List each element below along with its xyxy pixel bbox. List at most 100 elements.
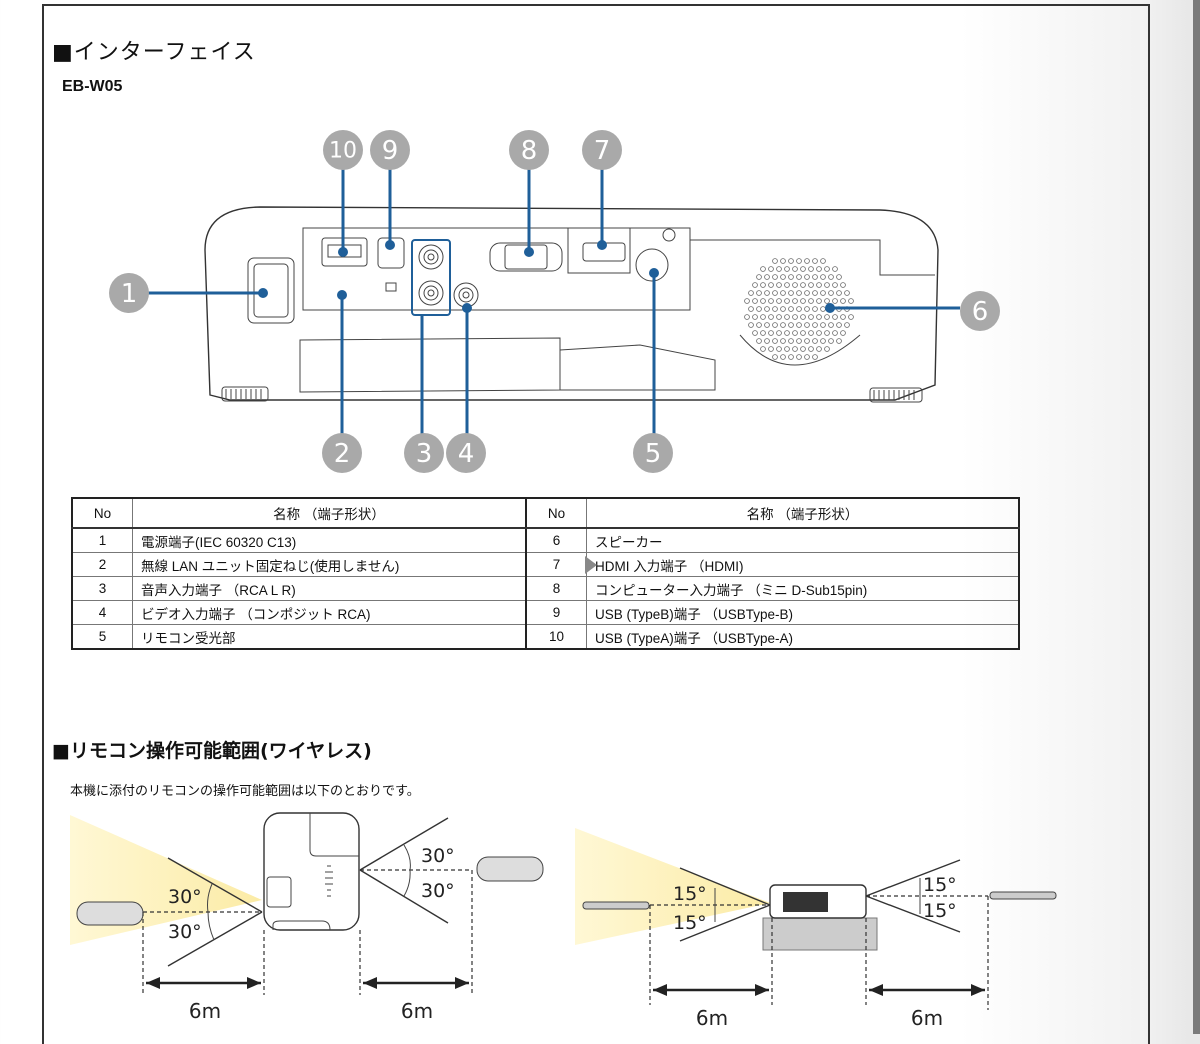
callout-9: 9 bbox=[370, 130, 410, 170]
speaker-hole bbox=[800, 330, 806, 336]
interface-table: No 名称 （端子形状） No 名称 （端子形状） 1 電源端子(IEC 603… bbox=[71, 497, 1020, 650]
speaker-hole bbox=[768, 266, 774, 272]
speaker-hole bbox=[820, 322, 826, 328]
cell-no: 10 bbox=[525, 624, 587, 650]
speaker-hole bbox=[808, 298, 814, 304]
speaker-hole bbox=[840, 330, 846, 336]
speaker-hole bbox=[812, 354, 818, 360]
foot-left bbox=[221, 386, 269, 402]
speaker-hole bbox=[776, 346, 782, 352]
speaker-hole bbox=[768, 346, 774, 352]
ir-receiver bbox=[635, 248, 669, 282]
speaker-hole bbox=[776, 298, 782, 304]
speaker-hole bbox=[816, 298, 822, 304]
table-row: 5 リモコン受光部 10 USB (TypeA)端子 （USBType-A) bbox=[71, 624, 1020, 650]
angle-label: 15° bbox=[673, 912, 707, 934]
speaker-hole bbox=[764, 338, 770, 344]
model-name: EB-W05 bbox=[62, 78, 123, 95]
speaker-hole bbox=[780, 274, 786, 280]
callout-7: 7 bbox=[582, 130, 622, 170]
speaker-hole bbox=[816, 330, 822, 336]
cell-name: USB (TypeA)端子 （USBType-A) bbox=[586, 624, 1020, 650]
speaker-hole bbox=[812, 338, 818, 344]
speaker-hole bbox=[808, 314, 814, 320]
distance-label-rear: 6m bbox=[401, 999, 433, 1023]
svg-text:3: 3 bbox=[416, 439, 433, 469]
speaker-hole bbox=[840, 298, 846, 304]
speaker-hole bbox=[840, 282, 846, 288]
speaker-hole bbox=[816, 346, 822, 352]
speaker-hole bbox=[796, 306, 802, 312]
svg-text:1: 1 bbox=[121, 279, 138, 309]
speaker-hole bbox=[756, 322, 762, 328]
speaker-hole bbox=[808, 346, 814, 352]
header-name-left: 名称 （端子形状） bbox=[132, 497, 527, 529]
speaker-hole bbox=[832, 314, 838, 320]
cell-name: スピーカー bbox=[586, 527, 1020, 553]
speaker-hole bbox=[804, 338, 810, 344]
angle-label: 30° bbox=[168, 921, 202, 943]
speaker-hole bbox=[840, 314, 846, 320]
angle-label: 15° bbox=[923, 874, 957, 896]
header-name-right: 名称 （端子形状） bbox=[586, 497, 1020, 529]
projector-rear-diagram: 1 2 3 4 5 6 7 8 9 10 bbox=[109, 130, 1000, 473]
speaker-hole bbox=[812, 258, 818, 264]
speaker-hole bbox=[788, 354, 794, 360]
speaker-hole bbox=[776, 314, 782, 320]
projector-stand bbox=[762, 917, 878, 951]
speaker-hole bbox=[808, 330, 814, 336]
speaker-hole bbox=[760, 314, 766, 320]
speaker-hole bbox=[804, 290, 810, 296]
svg-text:4: 4 bbox=[458, 439, 475, 469]
speaker-hole bbox=[804, 258, 810, 264]
speaker-hole bbox=[772, 274, 778, 280]
svg-text:6: 6 bbox=[972, 297, 989, 327]
speaker-hole bbox=[764, 322, 770, 328]
speaker-hole bbox=[808, 266, 814, 272]
speaker-hole bbox=[800, 266, 806, 272]
cell-no: 3 bbox=[71, 576, 133, 601]
speaker-hole bbox=[756, 338, 762, 344]
projector-side bbox=[769, 884, 867, 919]
speaker-hole bbox=[780, 354, 786, 360]
speaker-hole bbox=[828, 338, 834, 344]
callout-5: 5 bbox=[633, 433, 673, 473]
pointer-arrow-icon bbox=[585, 556, 597, 574]
speaker-hole bbox=[836, 322, 842, 328]
speaker-hole bbox=[760, 298, 766, 304]
scrollbar[interactable] bbox=[1193, 0, 1200, 1034]
callout-2: 2 bbox=[322, 433, 362, 473]
svg-text:9: 9 bbox=[382, 136, 399, 166]
ir-beam-front bbox=[575, 828, 770, 945]
speaker-hole bbox=[768, 298, 774, 304]
speaker-hole bbox=[772, 306, 778, 312]
speaker-hole bbox=[824, 266, 830, 272]
distance-label-front: 6m bbox=[696, 1006, 728, 1030]
speaker-hole bbox=[792, 330, 798, 336]
speaker-hole bbox=[836, 290, 842, 296]
speaker-hole bbox=[776, 282, 782, 288]
speaker-hole bbox=[760, 282, 766, 288]
speaker-hole bbox=[800, 346, 806, 352]
speaker-hole bbox=[756, 306, 762, 312]
speaker-hole bbox=[780, 306, 786, 312]
speaker-grille bbox=[744, 258, 854, 360]
speaker-hole bbox=[824, 330, 830, 336]
speaker-hole bbox=[784, 298, 790, 304]
speaker-hole bbox=[832, 282, 838, 288]
speaker-hole bbox=[844, 290, 850, 296]
speaker-hole bbox=[788, 338, 794, 344]
callout-4: 4 bbox=[446, 433, 486, 473]
projector-body bbox=[204, 206, 939, 401]
speaker-hole bbox=[796, 338, 802, 344]
speaker-hole bbox=[772, 322, 778, 328]
speaker-hole bbox=[780, 322, 786, 328]
svg-text:10: 10 bbox=[329, 139, 357, 164]
speaker-hole bbox=[796, 258, 802, 264]
angle-label: 15° bbox=[673, 883, 707, 905]
speaker-hole bbox=[748, 306, 754, 312]
speaker-hole bbox=[796, 274, 802, 280]
speaker-hole bbox=[824, 314, 830, 320]
table-row: 1 電源端子(IEC 60320 C13) 6 スピーカー bbox=[71, 527, 1020, 553]
speaker-hole bbox=[796, 354, 802, 360]
